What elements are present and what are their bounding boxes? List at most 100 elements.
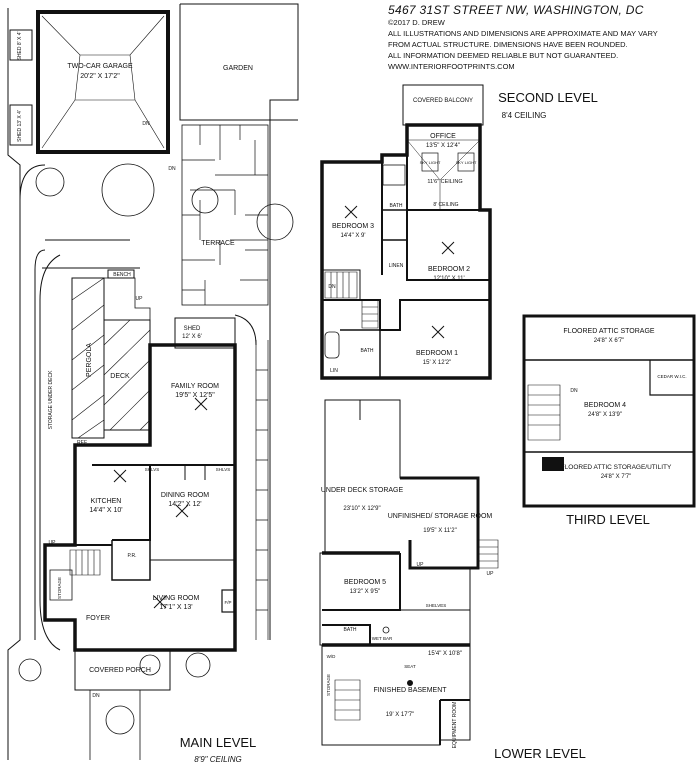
second-dn-label: DN	[328, 284, 336, 290]
ref-label: REF	[77, 440, 87, 446]
main-level-title: MAIN LEVEL	[180, 735, 257, 750]
unfinished-name: UNFINISHED/ STORAGE ROOM	[388, 513, 493, 520]
main-level-ceiling: 8'9" CEILING	[194, 755, 242, 764]
shed-3-name: SHED	[184, 326, 201, 332]
second-level-outline	[320, 123, 492, 380]
basement-name: FINISHED BASEMENT	[373, 687, 447, 694]
lower-storage-label: STORAGE	[326, 674, 331, 696]
bedroom-4-dim: 24'8" X 13'9"	[588, 412, 622, 418]
tree-7	[139, 654, 161, 676]
terrace-dn-label: DN	[168, 166, 176, 172]
foyer-up-label: UP	[49, 540, 57, 546]
garage-name: TWO-CAR GARAGE	[67, 63, 133, 70]
kitchen-dim: 14'4" X 10'	[89, 507, 122, 514]
seat-label: SEAT	[404, 664, 416, 669]
fireplace	[221, 589, 235, 613]
bedroom-3-name: BEDROOM 3	[332, 223, 374, 230]
shed-1-label: SHED 8' X 4'	[17, 32, 23, 61]
shed-3	[174, 317, 236, 349]
bedroom-5-dim: 13'2" X 9'5"	[350, 589, 381, 595]
disclaimer-line-3: ALL INFORMATION DEEMED RELIABLE BUT NOT …	[388, 51, 619, 60]
third-dn-label: DN	[570, 388, 578, 394]
deck-label: DECK	[110, 373, 130, 380]
tree-2	[35, 167, 65, 197]
office-dim: 13'5" X 12'4"	[426, 143, 460, 149]
bedroom-4-name: BEDROOM 4	[584, 402, 626, 409]
third-level-labels: FLOORED ATTIC STORAGE 24'8" X 6'7" BEDRO…	[561, 328, 687, 527]
lower-level-labels: UNDER DECK STORAGE 23'10" X 12'9" UNFINI…	[321, 487, 586, 761]
attic-utility-name: FLOORED ATTIC STORAGE/UTILITY	[561, 464, 672, 471]
garage-dn-label: DN	[142, 121, 150, 127]
cedar-wic-label: CEDAR W.I.C.	[657, 374, 686, 379]
third-level-outline	[522, 314, 696, 508]
address: 5467 31ST STREET NW, WASHINGTON, DC	[388, 3, 644, 17]
attic-storage-dim: 24'8" X 6'7"	[594, 338, 625, 344]
wet-bar-label: WET BAR	[372, 636, 393, 641]
tree-3	[256, 203, 294, 241]
disclaimer-line-2: FROM ACTUAL STRUCTURE. DIMENSIONS HAVE B…	[388, 40, 628, 49]
bath-label-2: BATH	[361, 348, 374, 354]
lower-outline	[319, 399, 479, 746]
shed-2	[9, 104, 33, 146]
garage	[36, 10, 170, 154]
stair-storage-label: STORAGE	[57, 577, 62, 599]
attic-storage-name: FLOORED ATTIC STORAGE	[563, 328, 654, 335]
second-level	[320, 84, 492, 380]
fan-icon	[113, 397, 208, 609]
disclaimer-line-1: ALL ILLUSTRATIONS AND DIMENSIONS ARE APP…	[388, 29, 658, 38]
basement-dim-1: 15'4" X 10'8"	[428, 651, 462, 657]
shlvs-label-2: SHLVS	[216, 467, 230, 472]
covered-porch	[74, 649, 171, 691]
header-block: 5467 31ST STREET NW, WASHINGTON, DC ©201…	[388, 0, 698, 72]
third-level	[522, 314, 696, 508]
shlvs-label-1: SHLVS	[145, 467, 159, 472]
lower-level	[319, 399, 499, 746]
bedroom-1-dim: 15' X 12'2"	[423, 360, 451, 366]
tree-4	[191, 186, 219, 214]
main-level-labels: TWO-CAR GARAGE 20'2" X 17'2" SHED 8' X 4…	[17, 32, 256, 764]
lower-bath-label: BATH	[344, 627, 357, 633]
powder-room-label: P.R.	[127, 553, 136, 559]
bedroom-1-name: BEDROOM 1	[416, 350, 458, 357]
bedroom-5-name: BEDROOM 5	[344, 579, 386, 586]
tree-1	[101, 163, 155, 217]
balcony-label: COVERED BALCONY	[413, 98, 473, 104]
office-ceiling: 11'6" CEILING	[427, 179, 462, 185]
living-room-dim: 17'1" X 13'	[159, 604, 192, 611]
under-deck-dim: 23'10" X 12'9"	[343, 506, 380, 512]
shelves-label: SHELVES	[426, 603, 446, 608]
b-ceiling: 8' CEILING	[433, 202, 458, 208]
family-room-name: FAMILY ROOM	[171, 383, 219, 390]
second-level-title: SECOND LEVEL	[498, 90, 598, 105]
second-level-labels: SECOND LEVEL 8'4 CEILING COVERED BALCONY…	[328, 90, 597, 374]
lower-up-label-2: UP	[487, 571, 495, 577]
covered-balcony	[402, 84, 484, 126]
attic-utility-dim: 24'8" X 7'7"	[601, 474, 632, 480]
lower-up-label-1: UP	[417, 562, 425, 568]
family-room-dim: 19'5" X 12'5"	[175, 392, 215, 399]
under-deck-name: UNDER DECK STORAGE	[321, 487, 404, 494]
living-room-name: LIVING ROOM	[153, 595, 200, 602]
utility-unit	[542, 457, 564, 471]
bath-label-1: BATH	[390, 203, 403, 209]
porch-label: COVERED PORCH	[89, 667, 151, 674]
garden-label: GARDEN	[223, 65, 253, 72]
house-main	[43, 343, 237, 652]
shed-3-dim: 12' X 6'	[182, 334, 202, 340]
dining-room-name: DINING ROOM	[161, 492, 209, 499]
equipment-room-label: EQUIPMENT ROOM	[452, 702, 458, 749]
main-level	[7, 3, 299, 760]
bedroom-2-name: BEDROOM 2	[428, 266, 470, 273]
tree-8	[185, 652, 211, 678]
foyer-label: FOYER	[86, 615, 110, 622]
lower-level-title: LOWER LEVEL	[494, 746, 586, 761]
bench-label: BENCH	[113, 272, 131, 278]
skylight-1: SKY LIGHT	[420, 160, 441, 165]
tree-6	[105, 705, 135, 735]
second-level-ceiling: 8'4 CEILING	[502, 111, 547, 120]
website: WWW.INTERIORFOOTPRINTS.COM	[388, 62, 515, 71]
wd-label: W/D	[327, 654, 336, 659]
skylight-2: SKY LIGHT	[456, 160, 477, 165]
basement-dim-2: 19' X 17'7"	[386, 712, 414, 718]
